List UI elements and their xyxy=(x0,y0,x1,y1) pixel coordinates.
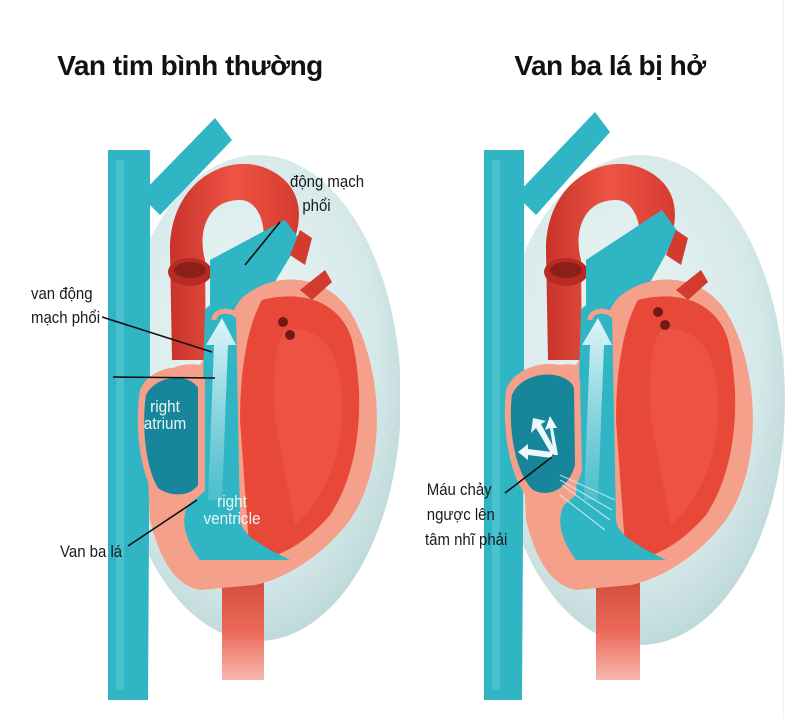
regurgitation-arrows xyxy=(518,416,558,460)
label-right-atrium: right atrium xyxy=(143,397,187,433)
brachiocephalic-vein xyxy=(140,118,232,215)
label-tricuspid-valve: Van ba lá xyxy=(60,542,123,561)
pulmonary-artery xyxy=(586,210,678,320)
right-atrium xyxy=(144,377,198,495)
aortic-arch xyxy=(546,163,675,360)
image-right-border xyxy=(783,0,784,718)
callout-line-tricuspid-valve xyxy=(127,499,198,547)
blood-flow-arrow xyxy=(206,318,236,500)
callout-line-regurgitation xyxy=(504,456,553,494)
label-right-ventricle: right ventricle xyxy=(203,492,261,528)
normal-heart-illustration xyxy=(101,118,400,700)
blood-flow-arrow xyxy=(582,318,612,500)
label-regurgitation: Máu chảy ngược lên tâm nhĩ phải xyxy=(425,480,508,549)
brachiocephalic-vein xyxy=(516,112,610,215)
callout-line-pulmonary-artery xyxy=(244,221,281,266)
regurgitation-heart-illustration xyxy=(484,112,785,700)
panel-normal-valve: Van tim bình thường xyxy=(31,50,400,700)
panel-title-regurgitation: Van ba lá bị hở xyxy=(514,50,706,81)
aortic-arch xyxy=(170,163,299,360)
pulmonary-artery xyxy=(210,220,300,320)
label-pulmonary-valve: van động mạch phổi xyxy=(31,284,101,327)
panel-tricuspid-regurgitation: Van ba lá bị hở xyxy=(400,0,800,718)
panel-title-normal: Van tim bình thường xyxy=(57,50,323,81)
label-pulmonary-artery: động mạch phổi xyxy=(290,172,365,215)
callout-line-pulmonary-valve xyxy=(101,316,213,353)
